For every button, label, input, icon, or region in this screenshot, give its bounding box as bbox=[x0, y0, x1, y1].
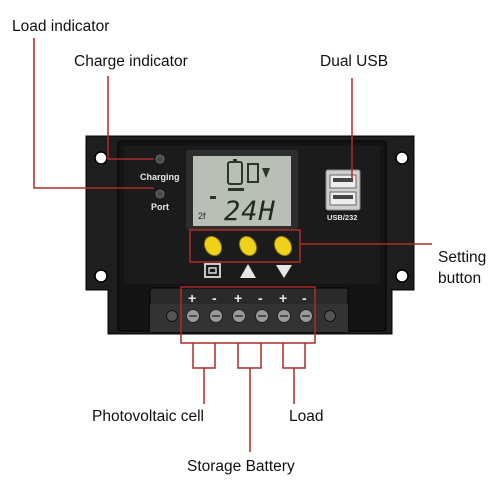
charging-label: Charging bbox=[140, 172, 180, 182]
lcd-small-readout: 2f bbox=[198, 211, 206, 221]
callout-lines bbox=[33, 38, 432, 452]
port-label: Port bbox=[151, 202, 169, 212]
terminal-polarity-5: + bbox=[279, 290, 288, 306]
storage-battery-label: Storage Battery bbox=[187, 458, 295, 475]
mount-hole-top-left bbox=[94, 151, 108, 165]
lcd-main-readout: 24H bbox=[224, 196, 276, 227]
terminal-polarity-1: + bbox=[188, 290, 197, 306]
terminal-polarity-6: - bbox=[302, 290, 307, 306]
dual-usb-label: Dual USB bbox=[320, 53, 389, 70]
load-label: Load bbox=[289, 408, 324, 425]
load-bracket bbox=[282, 343, 306, 404]
charge-indicator-label: Charge indicator bbox=[74, 53, 188, 70]
setting-button-right[interactable] bbox=[271, 233, 295, 258]
terminal-polarity-2: - bbox=[212, 290, 217, 306]
menu-icon bbox=[204, 263, 221, 278]
load-indicator-led bbox=[155, 189, 165, 199]
terminal-side-screw-right bbox=[324, 310, 336, 322]
load-indicator-label: Load indicator bbox=[12, 18, 110, 35]
terminal-screws bbox=[186, 309, 313, 323]
mount-hole-top-right bbox=[395, 151, 409, 165]
mount-hole-bottom-right bbox=[395, 269, 409, 283]
photovoltaic-bracket bbox=[192, 343, 216, 404]
photovoltaic-cell-label: Photovoltaic cell bbox=[92, 408, 205, 425]
terminal-polarity-4: - bbox=[258, 290, 263, 306]
terminal-side-screw-left bbox=[166, 310, 178, 322]
lcd-segment-icons bbox=[210, 159, 270, 199]
mount-hole-bottom-left bbox=[94, 269, 108, 283]
usb-label: USB/232 bbox=[327, 213, 358, 222]
setting-button-label-line1: Setting bbox=[438, 249, 487, 266]
battery-bracket bbox=[237, 343, 262, 452]
charge-indicator-led bbox=[155, 154, 165, 164]
up-arrow-icon bbox=[240, 264, 256, 278]
setting-button-left[interactable] bbox=[201, 233, 225, 258]
down-arrow-icon bbox=[276, 265, 292, 278]
setting-buttons-box bbox=[189, 229, 301, 263]
setting-button-middle[interactable] bbox=[236, 233, 260, 258]
terminal-highlight-box bbox=[180, 286, 316, 344]
setting-button-label-line2: button bbox=[438, 270, 482, 287]
charge-indicator-leader bbox=[107, 76, 154, 160]
terminal-polarity-3: + bbox=[234, 290, 243, 306]
load-indicator-leader bbox=[33, 38, 154, 189]
